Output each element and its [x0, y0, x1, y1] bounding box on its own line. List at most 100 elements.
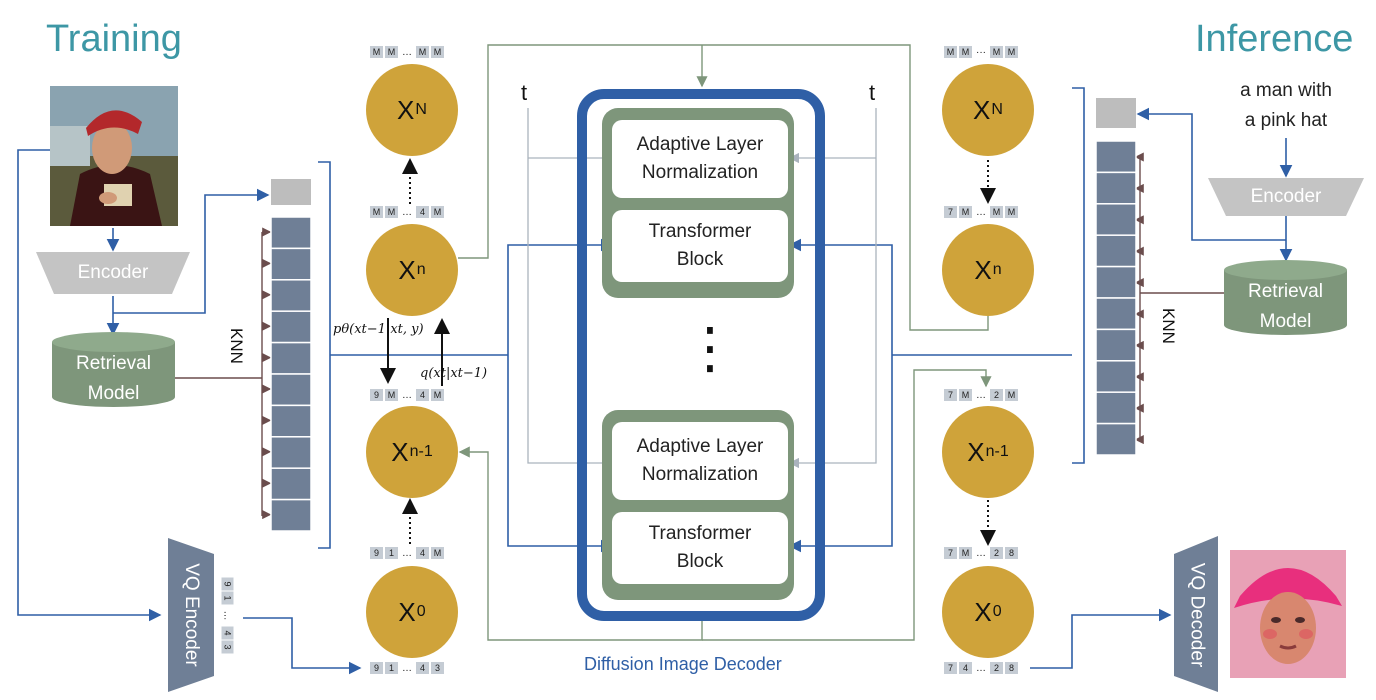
left-retrieval-cylinder — [52, 332, 175, 407]
token-cell: 2 — [990, 547, 1003, 559]
token-cell: M — [370, 46, 383, 58]
token-cell: 4 — [416, 547, 429, 559]
token-cell: M — [416, 46, 429, 58]
node-base: X — [974, 596, 992, 627]
node-sub: 0 — [416, 603, 426, 620]
vq-col-tok-1: 1 — [221, 591, 233, 605]
knn-vector-cell — [270, 341, 312, 375]
left-retrieval-model: Retrieval Model — [52, 349, 175, 409]
token-cell: M — [1005, 389, 1018, 401]
token-cell: … — [976, 389, 986, 401]
left-encoder: Encoder — [77, 262, 149, 283]
token-cell: … — [402, 389, 412, 401]
knn-vector-cell — [1095, 203, 1137, 236]
token-cell: M — [959, 389, 972, 401]
token-cell: M — [370, 206, 383, 218]
token-cell: M — [385, 389, 398, 401]
token-cell: M — [385, 46, 398, 58]
left-knn-label: KNN — [226, 328, 246, 364]
node-sub: N — [991, 101, 1003, 118]
knn-vector-cell — [270, 498, 312, 532]
knn-vector-cell — [270, 373, 312, 407]
token-cell: 9 — [370, 389, 383, 401]
token-cell: 7 — [944, 206, 957, 218]
knn-vector-cell — [1095, 265, 1137, 299]
vq-encoder-label: VQ Encoder — [181, 563, 202, 667]
node-base: X — [967, 436, 985, 467]
node-base: X — [973, 94, 991, 125]
transformer-line-1: Transformer — [648, 221, 752, 242]
token-cell: M — [990, 206, 1003, 218]
node-sub: N — [415, 101, 427, 118]
adaptive-line-2: Normalization — [641, 162, 759, 183]
right-retrieval-cylinder — [1224, 260, 1347, 335]
training-title: Training — [46, 18, 182, 60]
token-cell: M — [959, 46, 972, 58]
token-cell: 2 — [990, 389, 1003, 401]
node-sub: 0 — [992, 603, 1002, 620]
token-cell: … — [976, 547, 986, 559]
adaptive-line-1: Adaptive Layer — [636, 134, 764, 155]
vq-token-column: 9 1 … 4 3 — [220, 577, 234, 654]
token-cell: 7 — [944, 389, 957, 401]
token-cell: M — [431, 547, 444, 559]
adaptive-layer-norm-top: Adaptive Layer Normalization — [612, 120, 788, 198]
token-cell: … — [976, 206, 986, 218]
token-cell: 9 — [370, 662, 383, 674]
knn-vector-cell — [270, 436, 312, 469]
token-cell: … — [402, 662, 412, 674]
token-cell: 3 — [431, 662, 444, 674]
right-encoder: Encoder — [1250, 186, 1322, 207]
token-cell: 4 — [416, 662, 429, 674]
right-knn-label: KNN — [1158, 308, 1178, 344]
token-cell: M — [385, 206, 398, 218]
token-cell: M — [959, 206, 972, 218]
node-base: X — [974, 254, 992, 285]
adaptive-line-2: Normalization — [641, 464, 759, 485]
vq-col-tok-2: 4 — [221, 626, 233, 640]
vq-col-tok-0: 9 — [221, 577, 233, 591]
reverse-process-equation: pθ(xt−1|xt, y) — [333, 322, 424, 337]
right-retrieval-line-1: Retrieval — [1248, 281, 1323, 302]
transformer-line-1: Transformer — [648, 523, 752, 544]
node-base: X — [397, 94, 415, 125]
vq-col-tok-3: 3 — [221, 640, 233, 654]
token-cell: 1 — [385, 662, 398, 674]
knn-vector-cell — [1095, 171, 1137, 205]
vq-encoder: VQ Encoder — [168, 540, 214, 690]
prompt-text: a man with a pink hat — [1220, 76, 1352, 136]
token-cell: M — [959, 547, 972, 559]
transformer-line-2: Block — [676, 551, 724, 572]
token-cell: M — [431, 206, 444, 218]
inference-title: Inference — [1195, 18, 1354, 60]
right-retrieval-line-2: Model — [1259, 311, 1312, 332]
token-cell: 7 — [944, 662, 957, 674]
knn-vector-cell — [270, 247, 312, 281]
adaptive-line-1: Adaptive Layer — [636, 436, 764, 457]
node-sub: n — [992, 261, 1002, 278]
knn-vector-cell — [1095, 422, 1137, 456]
forward-process-equation: q(xt|xt−1) — [420, 366, 488, 381]
token-cell: M — [1005, 206, 1018, 218]
transformer-block-bottom: Transformer Block — [612, 512, 788, 584]
prompt-line-2: a pink hat — [1244, 110, 1328, 131]
knn-vector-cell — [1095, 328, 1137, 362]
token-cell: M — [431, 46, 444, 58]
generated-portrait-icon — [1230, 550, 1346, 678]
token-cell: … — [402, 46, 412, 58]
node-sub: n-1 — [985, 443, 1009, 460]
token-cell: M — [1005, 46, 1018, 58]
